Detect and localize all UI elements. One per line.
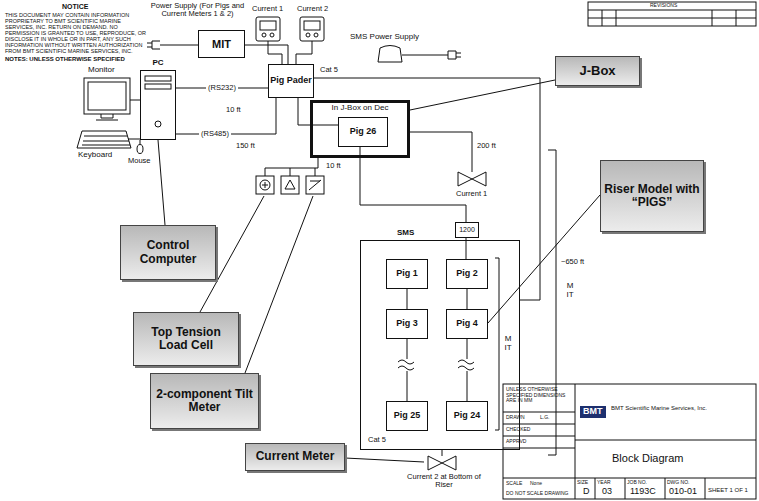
node-text: Pig 4	[456, 319, 478, 329]
node-text: Pig 25	[394, 411, 421, 421]
node-text: Pig 26	[350, 127, 377, 137]
label-text: Current 2 at Bottom of Riser	[398, 473, 490, 490]
label-text: BMT Scientific Marine Services, Inc.	[611, 405, 707, 412]
pig-box: Pig 24	[446, 401, 488, 431]
label-text: Current 1	[252, 5, 283, 13]
connector	[314, 78, 540, 300]
callout-label: Riser Model with “PIGS”	[600, 160, 704, 232]
label-text: SCALE	[506, 481, 522, 487]
label-text: 150 ft	[236, 142, 255, 150]
node-text: Pig Pader	[270, 76, 312, 86]
label-text: 10 ft	[326, 162, 341, 170]
label-text: Current 1	[456, 190, 487, 198]
label-text: D	[583, 487, 590, 497]
node-text: MIT	[212, 38, 231, 50]
connector	[245, 45, 288, 64]
label-text: Block Diagram	[612, 452, 684, 464]
node-text: Pig 2	[456, 269, 478, 279]
label-text: APPRVD	[506, 439, 526, 445]
label-text: SMS Power Supply	[350, 33, 419, 42]
label-text: THIS DOCUMENT MAY CONTAIN INFORMATION PR…	[5, 12, 150, 54]
label-text: CHECKED	[506, 427, 530, 433]
label-text: ~650 ft	[561, 258, 584, 266]
node-text: 1200	[459, 226, 475, 234]
label-text: DRAWN	[506, 415, 525, 421]
logo-text: BMT	[580, 406, 606, 418]
edge-label: (RS232)	[206, 84, 238, 92]
connector	[407, 289, 408, 309]
node-text: Pig 1	[396, 269, 418, 279]
value-box: 1200	[455, 222, 479, 238]
label-text: Cat 5	[368, 436, 386, 444]
label-text: Current 2	[297, 5, 328, 13]
label-text: JOB NO.	[627, 480, 647, 486]
pig-box: Pig 1	[386, 259, 428, 289]
label-text: 10 ft	[226, 106, 241, 114]
label-text: REVISIONS	[650, 3, 677, 9]
pig-box: Pig 2	[446, 259, 488, 289]
interface-box: Pig Pader	[268, 64, 314, 98]
node-text: Control Computer	[124, 239, 212, 265]
connector	[158, 140, 165, 225]
connector	[360, 147, 466, 222]
label-text: MIT	[504, 335, 512, 353]
label-text: NOTES: UNLESS OTHERWISE SPECIFIED	[5, 56, 125, 63]
callout-label: J-Box	[555, 56, 640, 86]
label-text: 03	[602, 487, 612, 497]
label-text: SIZE	[577, 480, 588, 486]
junction-box: In J-Box on DecPig 26	[310, 100, 410, 158]
label-text: UNLESS OTHERWISE SPECIFIED DIMENSIONS AR…	[506, 387, 572, 404]
label-text: None	[530, 481, 542, 487]
pig-box: Pig 26	[338, 117, 388, 147]
label-text: L.G.	[540, 415, 549, 421]
callout-label: Top Tension Load Cell	[133, 312, 239, 366]
label-text: SHEET 1 OF 1	[708, 487, 748, 494]
pig-box: Pig 4	[446, 309, 488, 339]
connector	[467, 289, 468, 309]
node-text: Pig 24	[454, 411, 481, 421]
pc-tower: PC	[140, 70, 176, 140]
label-text: DWG NO.	[667, 480, 690, 486]
node-text: Riser Model with “PIGS”	[604, 183, 700, 209]
callout-label: Control Computer	[120, 225, 216, 280]
connector	[466, 238, 467, 259]
label-text: Power Supply (For Pigs and Current Meter…	[150, 2, 245, 19]
node-text: In J-Box on Dec	[332, 104, 389, 113]
label-text: 010-01	[669, 487, 697, 497]
node-text: PC	[141, 59, 175, 68]
connector	[410, 80, 555, 110]
pig-box: Pig 3	[386, 309, 428, 339]
callout-label: 2-component Tilt Meter	[150, 373, 259, 429]
label-text: MIT	[566, 282, 574, 300]
power-supply-box: MIT	[198, 30, 245, 58]
label-text: 1193C	[630, 487, 656, 497]
label-text: Cat 5	[320, 66, 338, 74]
label-text: Monitor	[88, 66, 115, 75]
label-text: Mouse	[128, 157, 151, 165]
label-text: NOTICE	[62, 3, 88, 11]
node-text: Top Tension Load Cell	[137, 326, 235, 352]
label-text: DO NOT SCALE DRAWING	[506, 491, 569, 497]
pig-box: Pig 25	[386, 401, 428, 431]
node-text: Current Meter	[256, 450, 335, 463]
node-text: SMS	[397, 229, 414, 238]
label-text: YEAR	[597, 480, 611, 486]
connector	[488, 195, 600, 323]
label-text: 200 ft	[477, 142, 496, 150]
node-text: 2-component Tilt Meter	[154, 388, 255, 414]
node-text: Pig 3	[396, 319, 418, 329]
connector	[176, 98, 276, 134]
edge-label: (RS485)	[199, 130, 231, 138]
label-text: Keyboard	[78, 151, 112, 160]
callout-label: Current Meter	[245, 443, 345, 471]
sms-region: SMSPig 1Pig 2Pig 3Pig 4Pig 25Pig 24	[360, 240, 520, 450]
node-text: J-Box	[579, 64, 615, 78]
